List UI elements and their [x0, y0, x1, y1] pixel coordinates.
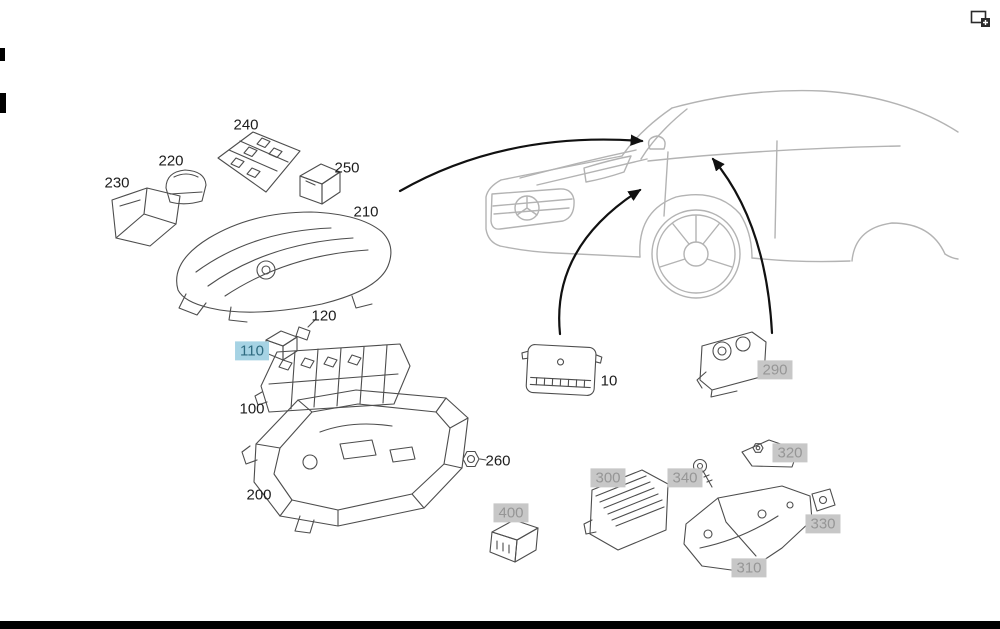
part-drawing-330[interactable]: [811, 488, 836, 512]
part-label-320[interactable]: 320: [772, 443, 808, 463]
part-label-300[interactable]: 300: [590, 468, 626, 488]
part-drawing-110[interactable]: [265, 330, 298, 361]
part-label-220[interactable]: 220: [158, 152, 184, 170]
headlight-outline: [583, 155, 632, 183]
part-drawing-210[interactable]: [176, 211, 392, 323]
part-label-240[interactable]: 240: [233, 116, 259, 134]
part-drawing-200[interactable]: [241, 389, 469, 534]
part-label-100[interactable]: 100: [239, 400, 265, 418]
location-arrows: [398, 134, 774, 336]
part-label-10[interactable]: 10: [600, 372, 618, 390]
arrow-to-engine-bay: [398, 134, 644, 193]
part-drawing-100[interactable]: [254, 343, 411, 413]
part-label-330[interactable]: 330: [805, 514, 841, 534]
car-illustration: [485, 89, 959, 299]
image-frame-icon: [970, 10, 987, 24]
part-drawing-230[interactable]: [111, 187, 181, 247]
part-drawing-400[interactable]: [489, 519, 539, 563]
part-drawing-10[interactable]: [520, 344, 603, 396]
part-label-290[interactable]: 290: [757, 360, 793, 380]
leader-line-260: [479, 458, 487, 461]
part-label-210[interactable]: 210: [353, 203, 379, 221]
left-edge-ui-fragment: [0, 48, 5, 61]
part-label-340[interactable]: 340: [667, 468, 703, 488]
part-drawing-240[interactable]: [217, 131, 301, 193]
part-label-230[interactable]: 230: [104, 174, 130, 192]
part-drawing-290[interactable]: [696, 331, 767, 398]
mercedes-star-icon: [514, 195, 540, 221]
part-drawing-310[interactable]: [683, 485, 813, 573]
part-label-310[interactable]: 310: [731, 558, 767, 578]
front-wheel: [651, 209, 741, 299]
part-label-400[interactable]: 400: [493, 503, 529, 523]
left-edge-ui-fragment: [0, 93, 6, 113]
bottom-bar: [0, 621, 1000, 629]
part-label-250[interactable]: 250: [334, 159, 360, 177]
export-image-icon[interactable]: [970, 8, 992, 30]
plus-icon: [983, 20, 988, 25]
part-label-120[interactable]: 120: [311, 307, 337, 325]
part-label-200[interactable]: 200: [246, 486, 272, 504]
side-mirror: [647, 135, 666, 150]
part-drawing-340[interactable]: [692, 458, 713, 488]
arrow-from-module-290: [711, 157, 774, 335]
arrow-from-ecu: [558, 188, 642, 336]
part-drawing-250[interactable]: [299, 163, 341, 205]
part-drawing-120[interactable]: [295, 318, 317, 341]
part-label-260[interactable]: 260: [485, 452, 511, 470]
part-drawing-220[interactable]: [165, 169, 207, 205]
part-drawing-260[interactable]: [462, 450, 487, 468]
part-label-110-selected[interactable]: 110: [235, 341, 269, 361]
